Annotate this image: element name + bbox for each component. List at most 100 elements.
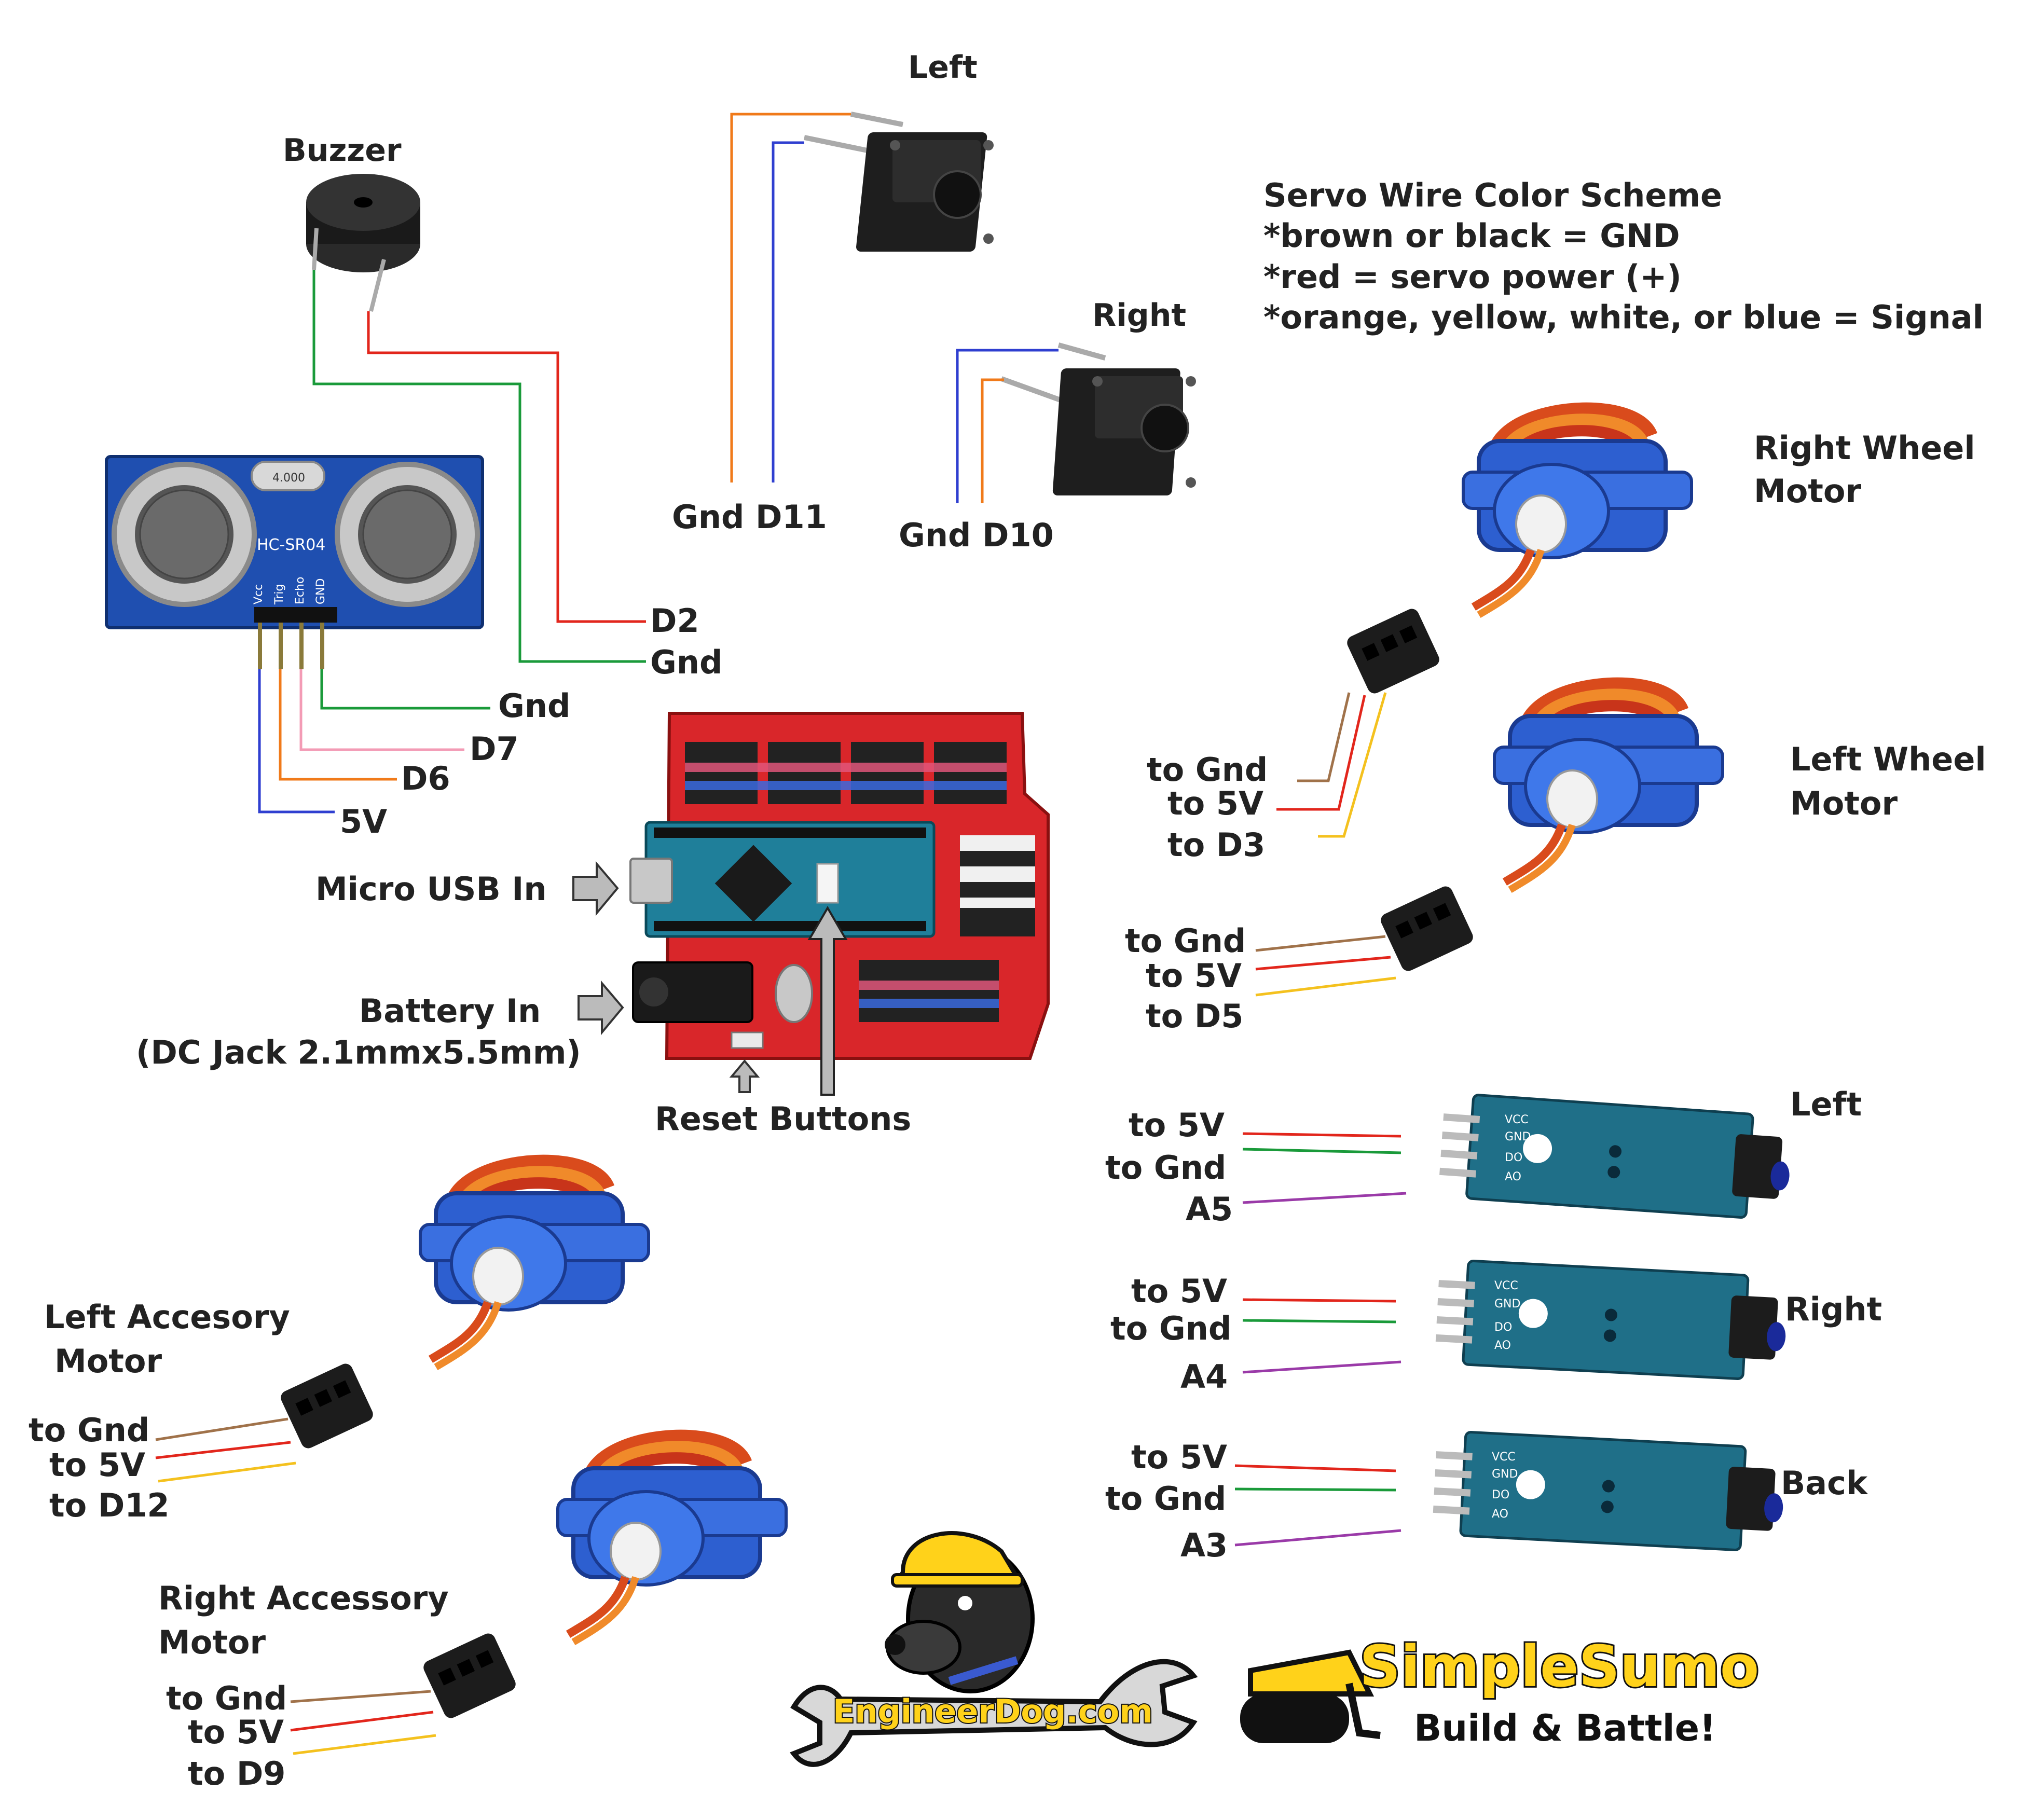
buzzer-wire-red xyxy=(367,311,646,623)
right-accessory-servo xyxy=(421,1438,786,1721)
sonar-gnd-label: Gnd xyxy=(498,687,570,725)
sonar-wire-echo xyxy=(299,669,464,751)
left-wheel-wire-signal xyxy=(1255,976,1396,997)
micro-usb-port xyxy=(629,858,673,904)
ir-sensor-left: VCC GND DO AO xyxy=(1438,1093,1793,1220)
ir-right-5v-label: to 5V xyxy=(1131,1272,1227,1310)
reset-buttons-label: Reset Buttons xyxy=(655,1100,911,1138)
left-accessory-servo xyxy=(278,1163,649,1451)
dc-jack-label: (DC Jack 2.1mmx5.5mm) xyxy=(136,1033,581,1071)
left-wheel-servo xyxy=(1378,685,1723,974)
reset-arrow-icon xyxy=(729,1059,760,1093)
ir-back-wire-5v xyxy=(1234,1464,1396,1472)
right-button-pins-label: Gnd D10 xyxy=(899,516,1054,554)
sonar-pin-trig: Trig xyxy=(273,584,286,605)
ir-back-signal-label: A3 xyxy=(1180,1526,1228,1564)
ir-left-gnd-label: to Gnd xyxy=(1105,1149,1226,1187)
right-accessory-name1: Right Accessory xyxy=(158,1579,449,1617)
sonar-pin-vcc: Vcc xyxy=(252,584,265,604)
left-wheel-signal-label: to D5 xyxy=(1146,997,1243,1035)
servo-legend-line1: *brown or black = GND xyxy=(1263,217,1680,255)
nano-reset-arrow-icon xyxy=(807,906,848,1096)
buzzer-gnd-label: Gnd xyxy=(650,643,722,681)
right-accessory-5v-label: to 5V xyxy=(188,1713,284,1751)
left-button-wire-signal xyxy=(772,141,804,482)
ir-left-pin-ao: AO xyxy=(1505,1170,1521,1183)
left-push-button: Left xyxy=(803,49,994,252)
shield-reset-button xyxy=(731,1031,764,1049)
ir-right-name: Right xyxy=(1785,1290,1882,1328)
ir-back-5v-label: to 5V xyxy=(1131,1438,1227,1476)
ir-right-wire-5v xyxy=(1242,1298,1396,1303)
right-accessory-name2: Motor xyxy=(158,1623,266,1661)
right-wheel-name2: Motor xyxy=(1754,472,1862,510)
left-accessory-5v-label: to 5V xyxy=(49,1446,145,1484)
left-wheel-5v-label: to 5V xyxy=(1146,957,1242,995)
ir-back-name: Back xyxy=(1781,1464,1868,1502)
right-accessory-gnd-label: to Gnd xyxy=(166,1679,287,1717)
left-accessory-name2: Motor xyxy=(54,1342,162,1380)
ir-right-pin-gnd: GND xyxy=(1494,1298,1520,1311)
left-accessory-signal-label: to D12 xyxy=(49,1486,170,1524)
sonar-d6-label: D6 xyxy=(401,760,450,797)
right-wheel-gnd-label: to Gnd xyxy=(1147,751,1268,789)
ir-left-wire-gnd xyxy=(1242,1148,1401,1154)
ir-right-signal-label: A4 xyxy=(1180,1358,1228,1396)
left-wheel-name1: Left Wheel xyxy=(1790,740,1986,778)
sonar-d2-label: D2 xyxy=(650,602,699,640)
ir-back-pin-gnd: GND xyxy=(1492,1468,1518,1481)
build-battle-text: Build & Battle! xyxy=(1414,1707,1716,1749)
right-button-wire-gnd xyxy=(956,349,1059,503)
ir-sensor-right: VCC GND DO AO xyxy=(1435,1259,1789,1381)
servo-legend-line2: *red = servo power (+) xyxy=(1263,258,1682,296)
ir-back-pin-ao: AO xyxy=(1492,1508,1508,1521)
right-accessory-wire-gnd xyxy=(290,1690,431,1703)
right-wheel-servo xyxy=(1344,410,1692,696)
left-accessory-name1: Left Accesory xyxy=(44,1298,290,1336)
ir-right-pin-ao: AO xyxy=(1494,1339,1511,1352)
servo-legend-title: Servo Wire Color Scheme xyxy=(1263,176,1722,214)
sonar-pin-echo: Echo xyxy=(294,577,307,604)
crystal-label: 4.000 xyxy=(272,472,305,485)
ir-back-pin-vcc: VCC xyxy=(1492,1451,1516,1464)
right-push-button: Right xyxy=(1000,297,1196,495)
sonar-pin-gnd: GND xyxy=(314,578,327,604)
usb-arrow-icon xyxy=(572,861,619,916)
ir-right-wire-signal xyxy=(1242,1360,1401,1374)
ir-back-gnd-label: to Gnd xyxy=(1105,1480,1226,1518)
left-wheel-gnd-label: to Gnd xyxy=(1125,922,1246,960)
engineerdog-text: EngineerDog.com xyxy=(833,1692,1153,1730)
right-wheel-5v-label: to 5V xyxy=(1167,784,1263,822)
right-button-wire-signal xyxy=(981,378,1004,503)
left-wheel-wire-gnd xyxy=(1255,935,1386,952)
dc-jack xyxy=(632,961,753,1023)
right-accessory-wire-signal xyxy=(293,1734,436,1755)
right-wheel-signal-label: to D3 xyxy=(1167,826,1265,864)
battery-in-label: Battery In xyxy=(359,992,541,1030)
servo-legend-line3: *orange, yellow, white, or blue = Signal xyxy=(1263,298,1984,336)
ir-sensor-back: VCC GND DO AO xyxy=(1432,1430,1786,1552)
right-accessory-signal-label: to D9 xyxy=(188,1755,285,1793)
sonar-chip-label: HC-SR04 xyxy=(257,536,325,554)
buzzer-wire-green xyxy=(312,270,646,663)
sonar-5v-label: 5V xyxy=(340,803,387,840)
micro-usb-label: Micro USB In xyxy=(315,870,547,908)
ir-left-5v-label: to 5V xyxy=(1129,1106,1225,1144)
ir-right-pin-do: DO xyxy=(1494,1321,1512,1334)
left-button-wire-gnd xyxy=(730,113,851,482)
left-accessory-gnd-label: to Gnd xyxy=(29,1411,149,1449)
simplesumo-logo: SimpleSumo Build & Battle! xyxy=(1240,1632,1761,1749)
arduino-nano xyxy=(644,821,936,938)
left-button-label: Left xyxy=(908,49,978,86)
right-wheel-wire-signal xyxy=(1318,692,1387,838)
left-wheel-name2: Motor xyxy=(1790,784,1898,822)
ir-left-wire-5v xyxy=(1242,1132,1401,1138)
ir-back-wire-gnd xyxy=(1234,1487,1396,1492)
ir-right-wire-gnd xyxy=(1242,1319,1396,1323)
right-wheel-wire-gnd xyxy=(1297,692,1351,782)
right-button-label: Right xyxy=(1092,297,1186,334)
ir-left-pin-vcc: VCC xyxy=(1505,1113,1529,1126)
right-wheel-name1: Right Wheel xyxy=(1754,429,1975,467)
right-accessory-wire-5v xyxy=(290,1711,434,1732)
